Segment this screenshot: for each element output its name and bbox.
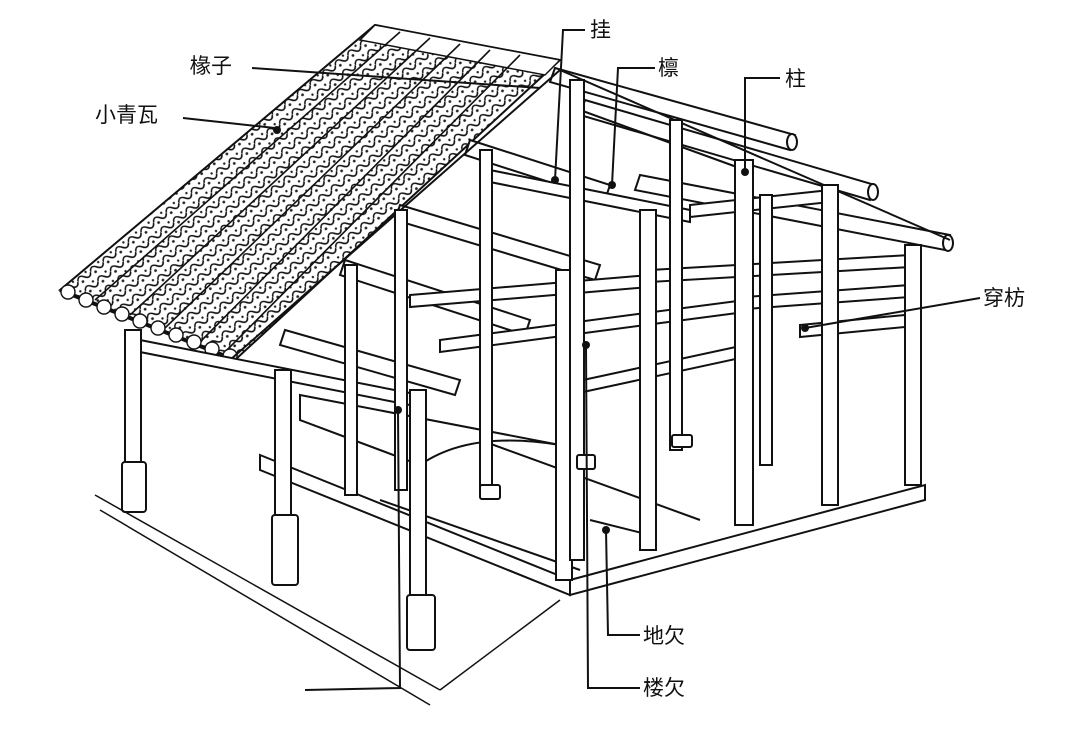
ground-lines xyxy=(94,494,561,706)
label-tie-beam: 穿枋 xyxy=(983,286,1025,310)
label-purlin: 檩 xyxy=(658,56,679,80)
roof-tiles xyxy=(58,23,563,364)
leader-dots xyxy=(273,126,809,534)
leader-lines xyxy=(182,29,981,691)
label-rafter: 椽子 xyxy=(190,54,232,78)
label-column: 柱 xyxy=(785,67,806,91)
label-tile: 小青瓦 xyxy=(95,103,158,127)
label-ground-joist: 地欠 xyxy=(643,624,685,648)
columns xyxy=(121,79,922,651)
label-hang: 挂 xyxy=(590,18,611,42)
label-floor-joist: 楼欠 xyxy=(643,676,685,700)
